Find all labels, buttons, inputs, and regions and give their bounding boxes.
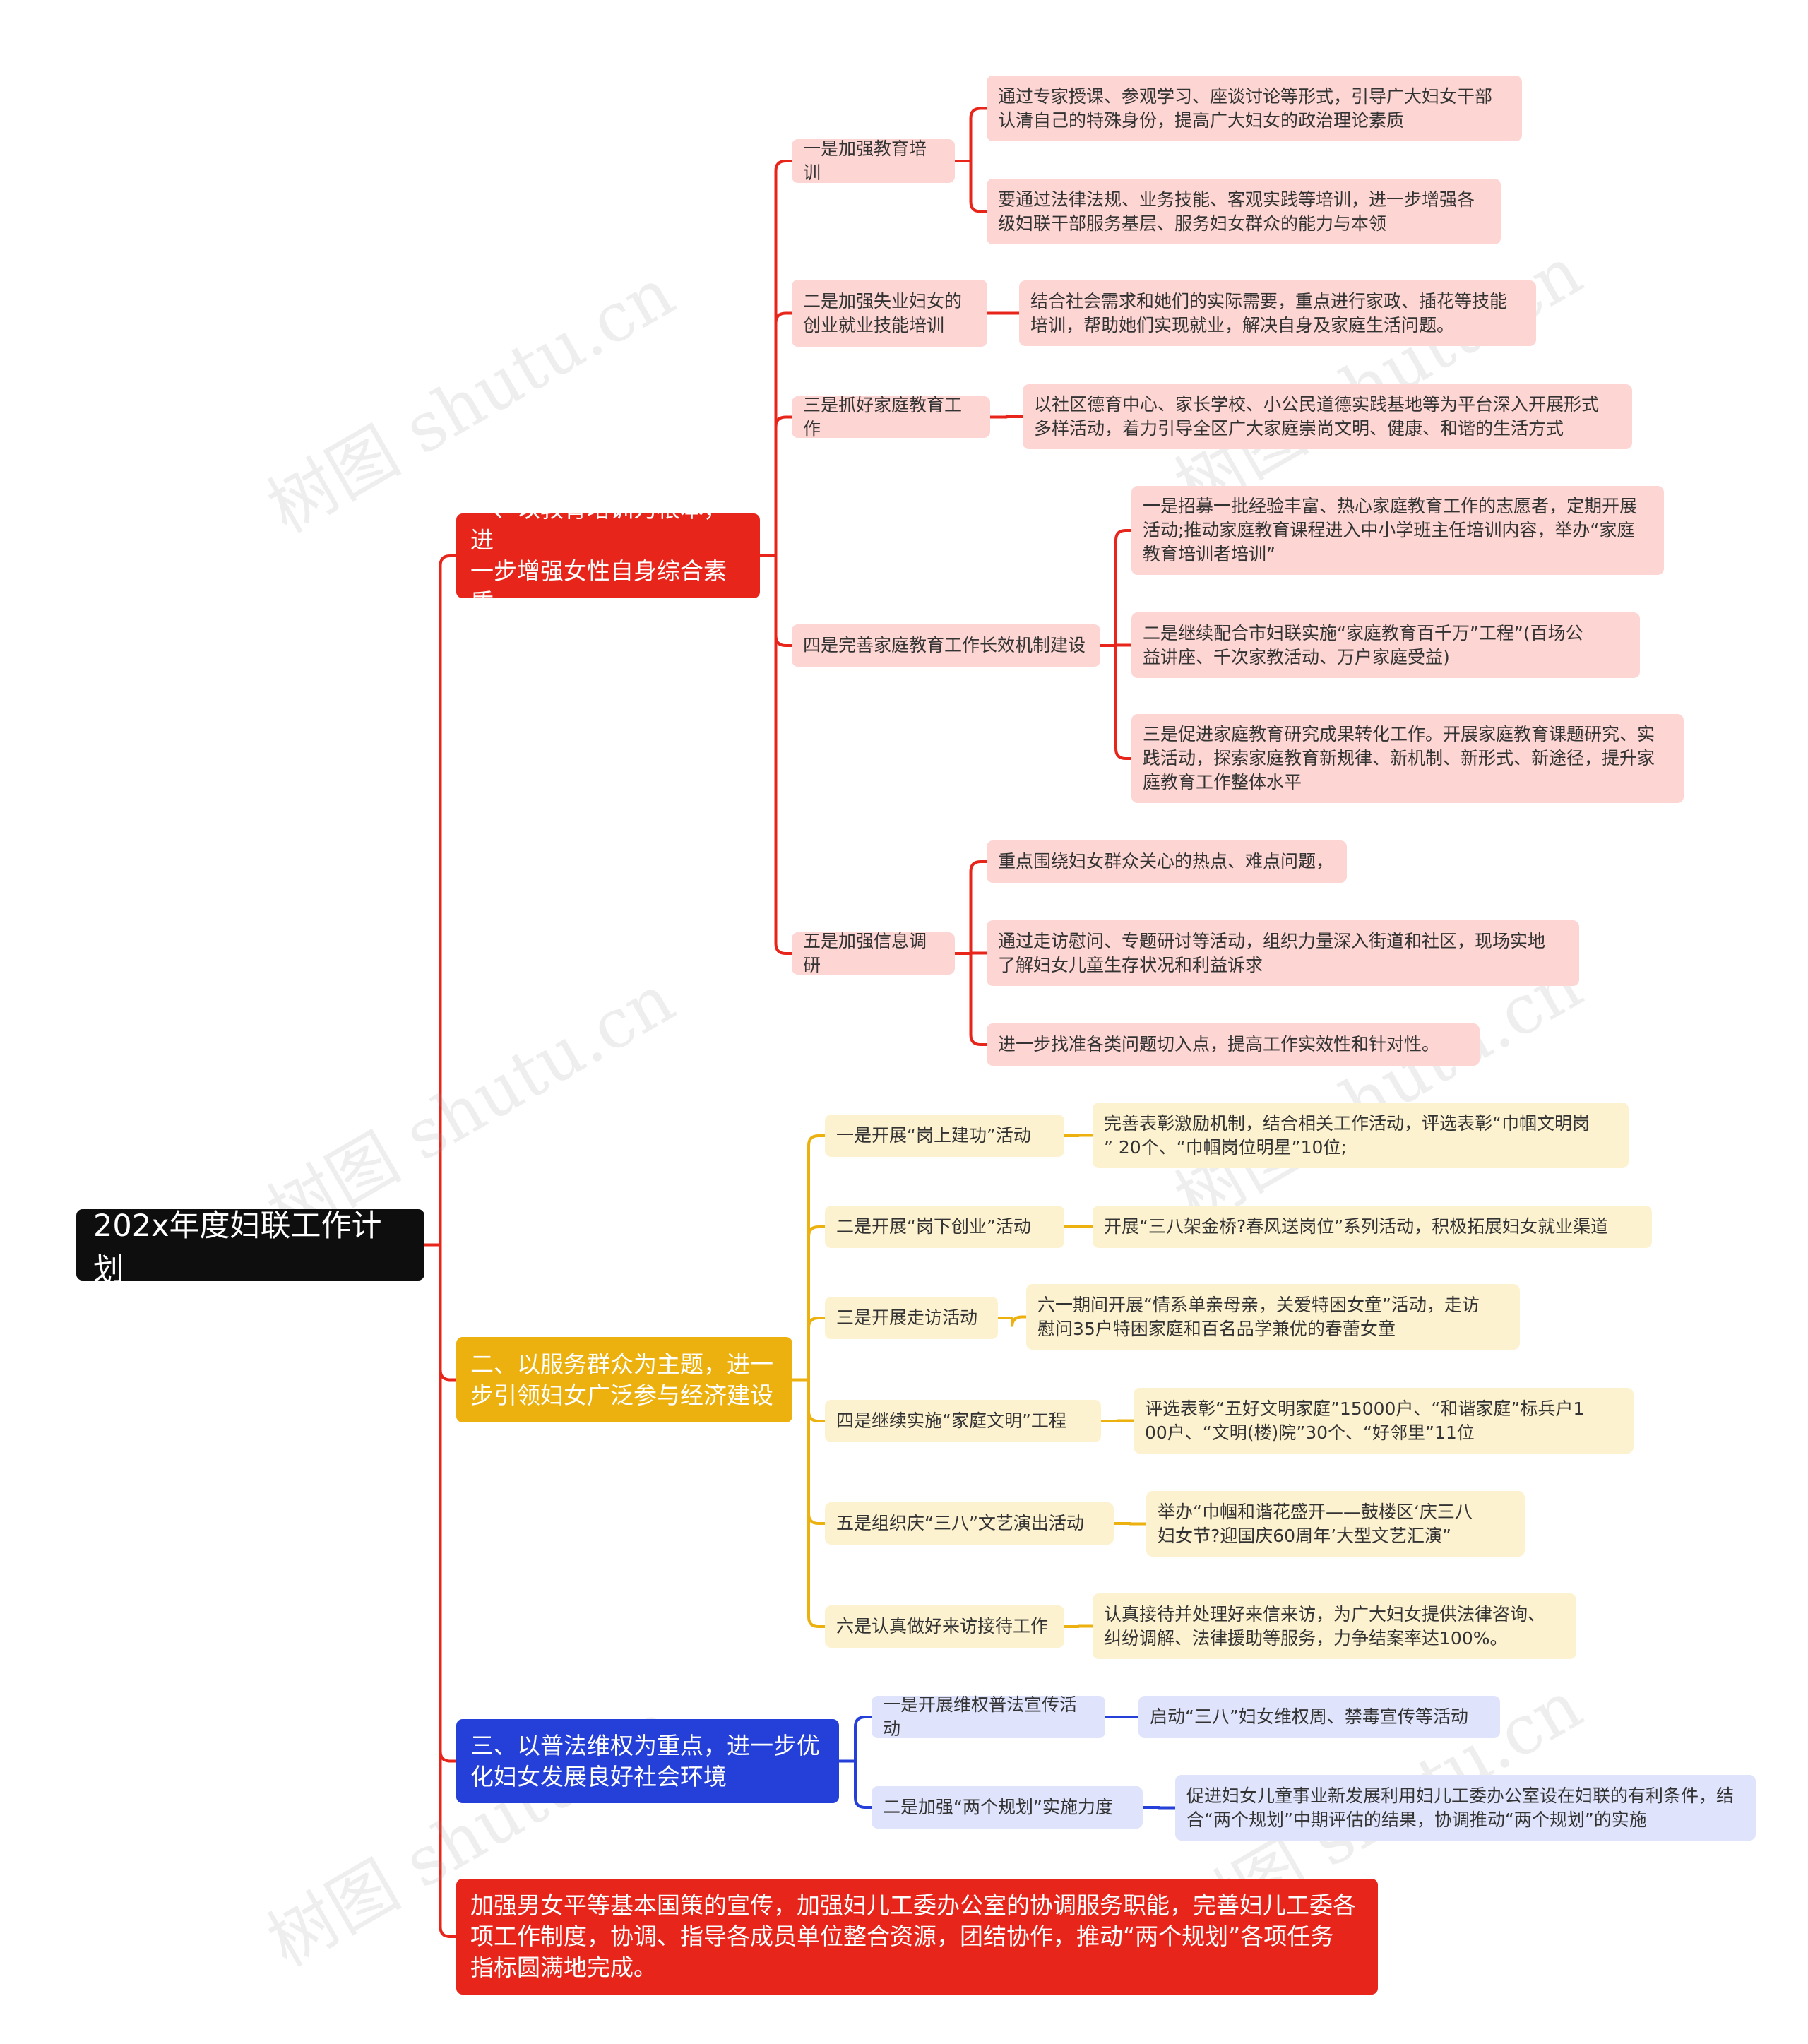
detail-item: 进一步找准各类问题切入点，提高工作实效性和针对性。	[987, 1023, 1480, 1066]
detail-item: 促进妇女儿童事业新发展利用妇儿工委办公室设在妇联的有利条件，结 合“两个规划”中…	[1175, 1775, 1756, 1841]
section-topic-service[interactable]: 二、以服务群众为主题，进一 步引领妇女广泛参与经济建设	[456, 1337, 792, 1422]
detail-item: 举办“巾帼和谐花盛开——鼓楼区‘庆三八 妇女节?迎国庆60周年’大型文艺汇演”	[1146, 1491, 1525, 1557]
detail-item: 启动“三八”妇女维权周、禁毒宣传等活动	[1138, 1696, 1500, 1738]
detail-item: 要通过法律法规、业务技能、客观实践等培训，进一步增强各 级妇联干部服务基层、服务…	[987, 179, 1501, 244]
subtopic[interactable]: 二是加强“两个规划”实施力度	[872, 1786, 1143, 1829]
subtopic[interactable]: 一是开展维权普法宣传活动	[872, 1694, 1105, 1739]
item-connector	[953, 107, 988, 213]
subtopic[interactable]: 五是组织庆“三八”文艺演出活动	[825, 1502, 1114, 1545]
detail-item: 一是招募一批经验丰富、热心家庭教育工作的志愿者，定期开展 活动;推动家庭教育课程…	[1131, 486, 1664, 575]
section-topic-equality[interactable]: 加强男女平等基本国策的宣传，加强妇儿工委办公室的协调服务职能，完善妇儿工委各 项…	[456, 1879, 1378, 1995]
detail-item: 六一期间开展“情系单亲母亲，关爱特困女童”活动，走访 慰问35户特困家庭和百名品…	[1026, 1284, 1520, 1350]
detail-item: 结合社会需求和她们的实际需要，重点进行家政、插花等技能 培训，帮助她们实现就业，…	[1019, 280, 1536, 346]
subtopic[interactable]: 三是开展走访活动	[825, 1297, 998, 1339]
subtopic[interactable]: 四是完善家庭教育工作长效机制建设	[792, 624, 1100, 667]
root-topic[interactable]: 202x年度妇联工作计划	[76, 1208, 424, 1288]
subtopic[interactable]: 二是开展“岗下创业”活动	[825, 1206, 1064, 1248]
item-connector	[1100, 1419, 1135, 1422]
detail-item: 重点围绕妇女群众关心的热点、难点问题，	[987, 840, 1347, 883]
subtopic[interactable]: 四是继续实施“家庭文明”工程	[825, 1400, 1101, 1442]
detail-item: 二是继续配合市妇联实施“家庭教育百千万”工程”(百场公 益讲座、千次家教活动、万…	[1131, 612, 1640, 678]
item-connector	[953, 860, 988, 1046]
detail-item: 以社区德育中心、家长学校、小公民道德实践基地等为平台深入开展形式 多样活动，着力…	[1023, 384, 1632, 449]
detail-item: 认真接待并处理好来信来访，为广大妇女提供法律咨询、 纠纷调解、法律援助等服务，力…	[1093, 1593, 1576, 1659]
section-topic-education[interactable]: 一、以教育培训为根本，进 一步增强女性自身综合素质	[456, 495, 760, 616]
section-connector	[791, 1134, 826, 1628]
detail-item: 通过走访慰问、专题研讨等活动，组织力量深入街道和社区，现场实地 了解妇女儿童生存…	[987, 920, 1579, 986]
section-connector	[838, 1716, 873, 1809]
detail-item: 开展“三八架金桥?春风送岗位”系列活动，积极拓展妇女就业渠道	[1093, 1206, 1652, 1248]
subtopic[interactable]: 一是开展“岗上建功”活动	[825, 1115, 1064, 1157]
root-connector	[423, 554, 458, 1938]
detail-item: 完善表彰激励机制，结合相关工作活动，评选表彰“巾帼文明岗 ” 20个、“巾帼岗位…	[1093, 1103, 1629, 1168]
item-connector	[1112, 1522, 1148, 1526]
subtopic[interactable]: 三是抓好家庭教育工作	[792, 395, 990, 439]
detail-item: 三是促进家庭教育研究成果转化工作。开展家庭教育课题研究、实 践活动，探索家庭教育…	[1131, 714, 1684, 803]
subtopic[interactable]: 六是认真做好来访接待工作	[825, 1605, 1064, 1648]
section-connector	[759, 160, 793, 955]
section-topic-law[interactable]: 三、以普法维权为重点，进一步优 化妇女发展良好社会环境	[456, 1719, 839, 1803]
item-connector	[1099, 529, 1133, 760]
subtopic[interactable]: 五是加强信息调研	[792, 931, 955, 975]
detail-item: 评选表彰“五好文明家庭”15000户、“和谐家庭”标兵户1 00户、“文明(楼)…	[1134, 1388, 1634, 1454]
item-connector	[1141, 1806, 1177, 1810]
detail-item: 通过专家授课、参观学习、座谈讨论等形式，引导广大妇女干部 认清自己的特殊身份，提…	[987, 76, 1522, 141]
subtopic[interactable]: 一是加强教育培训	[792, 138, 955, 183]
subtopic[interactable]: 二是加强失业妇女的 创业就业技能培训	[792, 280, 987, 347]
item-connector	[997, 1315, 1028, 1327]
